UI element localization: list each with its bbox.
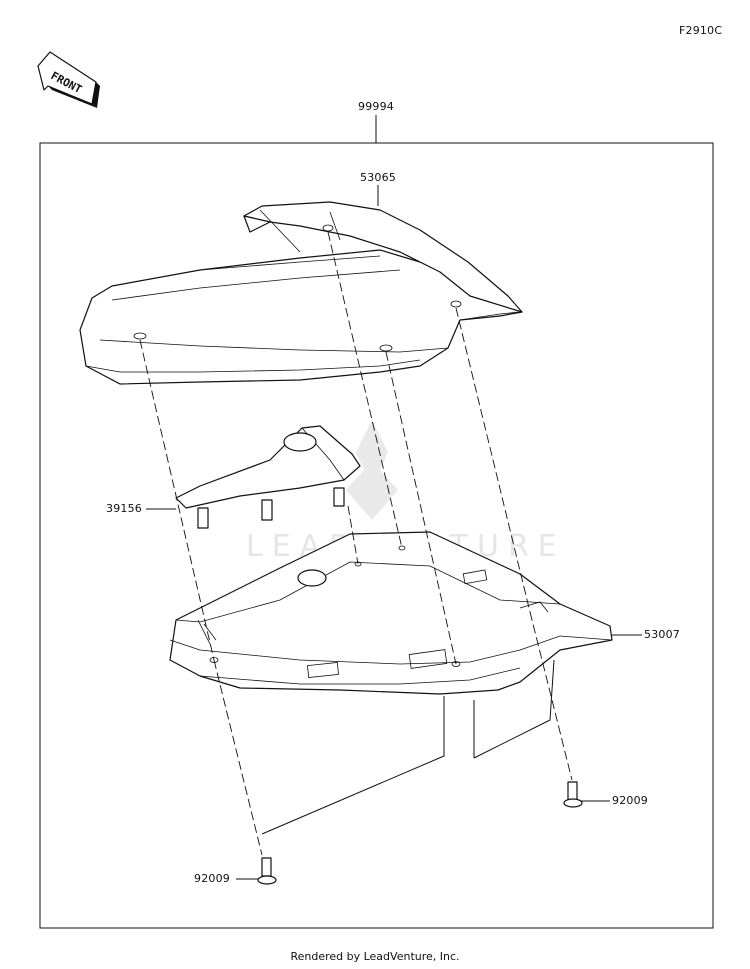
base-plate xyxy=(170,532,612,694)
part-number-bracket: 39156 xyxy=(106,502,142,515)
part-number-seat-cover: 53065 xyxy=(360,171,396,184)
part-number-bolt-right: 92009 xyxy=(612,794,648,807)
bolt-right xyxy=(564,782,582,807)
part-number-kit: 99994 xyxy=(358,100,394,113)
seat-cover xyxy=(80,202,522,384)
diagram-code: F2910C xyxy=(679,24,723,37)
bolt-left xyxy=(258,858,276,884)
front-arrow-icon: FRONT xyxy=(38,52,100,108)
footer-credit: Rendered by LeadVenture, Inc. xyxy=(290,950,460,963)
part-number-base-plate: 53007 xyxy=(644,628,680,641)
assembly-lines xyxy=(140,232,572,855)
part-number-bolt-left: 92009 xyxy=(194,872,230,885)
bracket-lines xyxy=(262,660,554,834)
bracket xyxy=(176,426,360,528)
